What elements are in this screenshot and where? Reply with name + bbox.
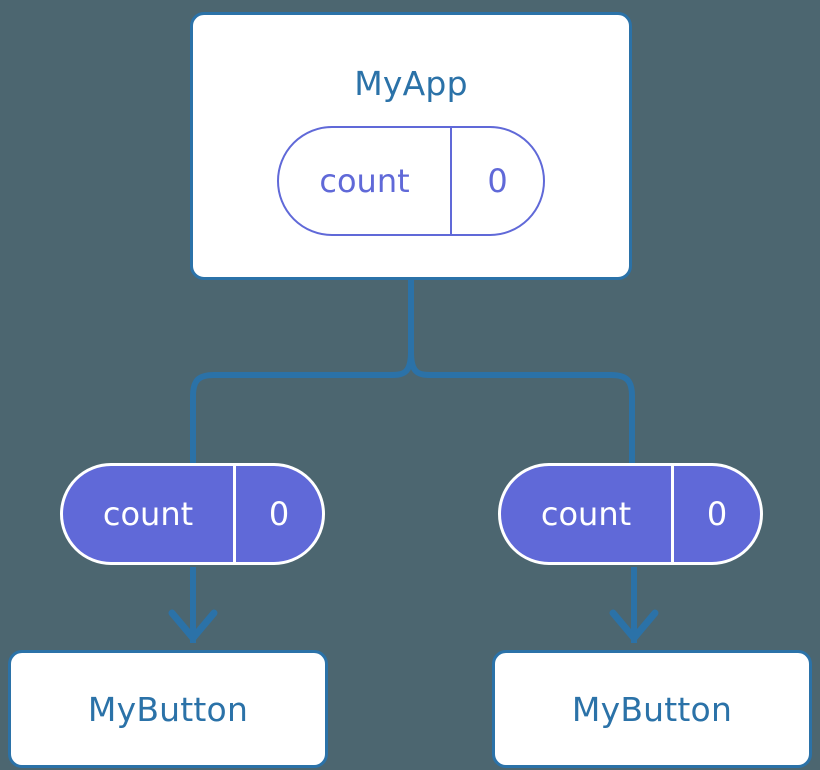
arrow-head-right-icon xyxy=(609,609,659,642)
root-state-pill[interactable]: count 0 xyxy=(277,126,545,236)
child-state-key-right: count xyxy=(501,466,674,562)
arrow-head-left-icon xyxy=(168,609,218,642)
child-component-name-left: MyButton xyxy=(87,689,249,729)
child-state-key-left: count xyxy=(63,466,236,562)
child-state-pill-left[interactable]: count 0 xyxy=(60,463,325,565)
root-state-value: 0 xyxy=(487,162,508,200)
child-component-card-left[interactable]: MyButton xyxy=(8,650,328,768)
child-state-pill-right[interactable]: count 0 xyxy=(498,463,763,565)
child-component-name-right: MyButton xyxy=(571,689,733,729)
child-component-card-right[interactable]: MyButton xyxy=(492,650,812,768)
branch-connector-left xyxy=(190,351,414,463)
root-state-key: count xyxy=(279,128,452,234)
branch-connector-right xyxy=(408,351,635,463)
child-state-value-left: 0 xyxy=(268,495,290,533)
root-component-name: MyApp xyxy=(354,64,468,103)
child-state-value-right: 0 xyxy=(706,495,728,533)
